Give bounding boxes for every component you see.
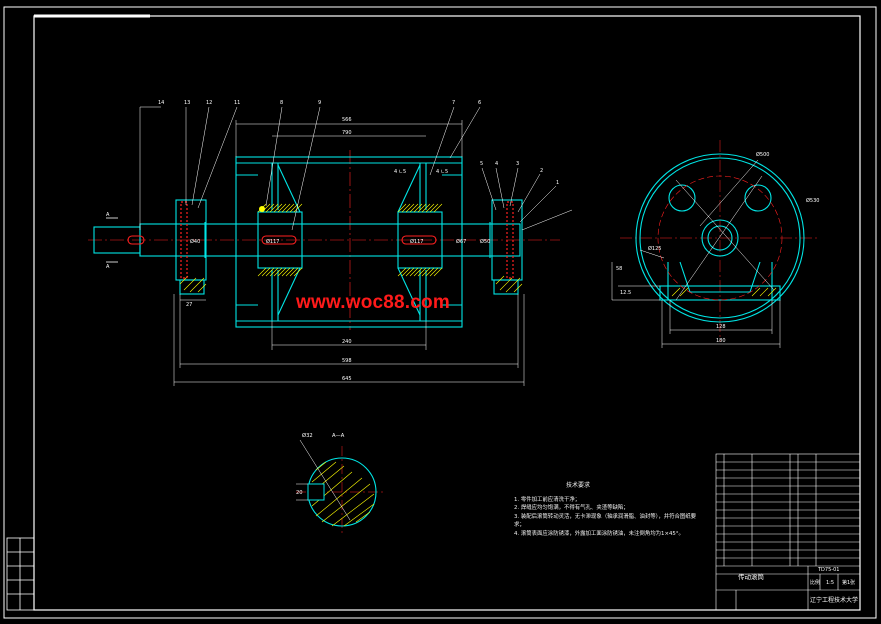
part-number-label: 7 [452, 100, 455, 106]
scale-value: 1:5 [826, 580, 834, 586]
part-number-label: 14 [158, 100, 164, 106]
dimension-text: Ø500 [756, 151, 769, 158]
side-view: Ø500 Ø530 Ø125 58 12.5 128 180 [611, 140, 820, 348]
grease-nipple [259, 206, 265, 212]
dimension-text: 240 [342, 339, 352, 345]
drawing-title: 传动滚筒 [738, 572, 765, 581]
part-number-label: 5 [480, 161, 483, 167]
note-item: 4. 滚筒表面应涂防锈漆，外露加工面涂防锈油，未注倒角均为1×45°。 [514, 530, 684, 537]
note-item: 2. 焊缝应均匀饱满，不得有气孔、夹渣等缺陷； [514, 505, 629, 512]
left-stamp-box [6, 537, 35, 611]
part-number-label: 1 [556, 180, 559, 186]
dimension-text: 128 [716, 324, 726, 330]
dimension-text: 20 [296, 490, 303, 496]
dimension-text: 12.5 [620, 290, 631, 296]
title-block [715, 453, 861, 611]
dimension-text: 566 [342, 117, 352, 123]
weld-symbol: 4 ∟5 [436, 169, 448, 175]
part-number-label: 9 [318, 100, 321, 106]
school-name: 辽宁工程技术大学 [810, 596, 858, 604]
dimension-text: Ø117 [266, 238, 279, 245]
dimension-text: 790 [342, 130, 352, 136]
sheet-label: 第1张 [842, 579, 855, 586]
dimension-text: Ø125 [648, 245, 661, 252]
dimension-text: Ø32 [302, 432, 313, 439]
dimension-text: 58 [616, 266, 622, 272]
part-number-label: 3 [516, 161, 519, 167]
dimension-text: Ø50 [480, 238, 490, 245]
part-number-label: 8 [280, 100, 283, 106]
dimension-text: 598 [342, 358, 352, 364]
dimension-lines [139, 106, 573, 386]
part-number-label: 12 [206, 100, 212, 106]
dimension-text: 27 [186, 302, 192, 308]
dimension-text: Ø117 [410, 238, 423, 245]
section-view: Ø32 A—A 20 [296, 432, 384, 536]
notes-heading: 技术要求 [566, 482, 591, 489]
dimension-text: Ø530 [806, 197, 819, 204]
drum-shell [235, 156, 463, 328]
drum-outline-circle [635, 153, 805, 323]
note-item: 3. 装配后滚筒转动灵活，无卡滞现象（轴承润滑脂、油封等），并符合图纸要求； [514, 513, 697, 529]
weld-symbol: 4 ∟5 [394, 169, 406, 175]
part-number-label: 2 [540, 168, 543, 174]
front-view: 14 13 12 11 8 9 7 6 5 4 3 2 1 566 790 24… [88, 100, 573, 386]
dimension-text: Ø40 [190, 238, 200, 245]
dimension-text: Ø67 [456, 238, 466, 245]
scale-label: 比例 [810, 579, 820, 586]
note-item: 1. 零件加工前应清洗干净； [514, 497, 581, 503]
section-label: A—A [332, 433, 345, 439]
part-number-label: 4 [495, 161, 498, 167]
watermark-text: www.woc88.com [296, 292, 450, 313]
part-number-label: 13 [184, 100, 190, 106]
part-number-label: 6 [478, 100, 481, 106]
drawing-number: TD75-01 [817, 567, 839, 573]
dimension-text: 645 [342, 376, 352, 382]
cut-marker: A [106, 212, 110, 218]
section-hatching [179, 203, 523, 293]
part-number-label: 11 [234, 100, 240, 106]
sheet-frame [3, 6, 877, 619]
dimension-text: 180 [716, 338, 726, 344]
technical-notes: 技术要求 1. 零件加工前应清洗干净； 2. 焊缝应均匀饱满，不得有气孔、夹渣等… [514, 482, 700, 538]
cut-marker: A [106, 264, 110, 270]
